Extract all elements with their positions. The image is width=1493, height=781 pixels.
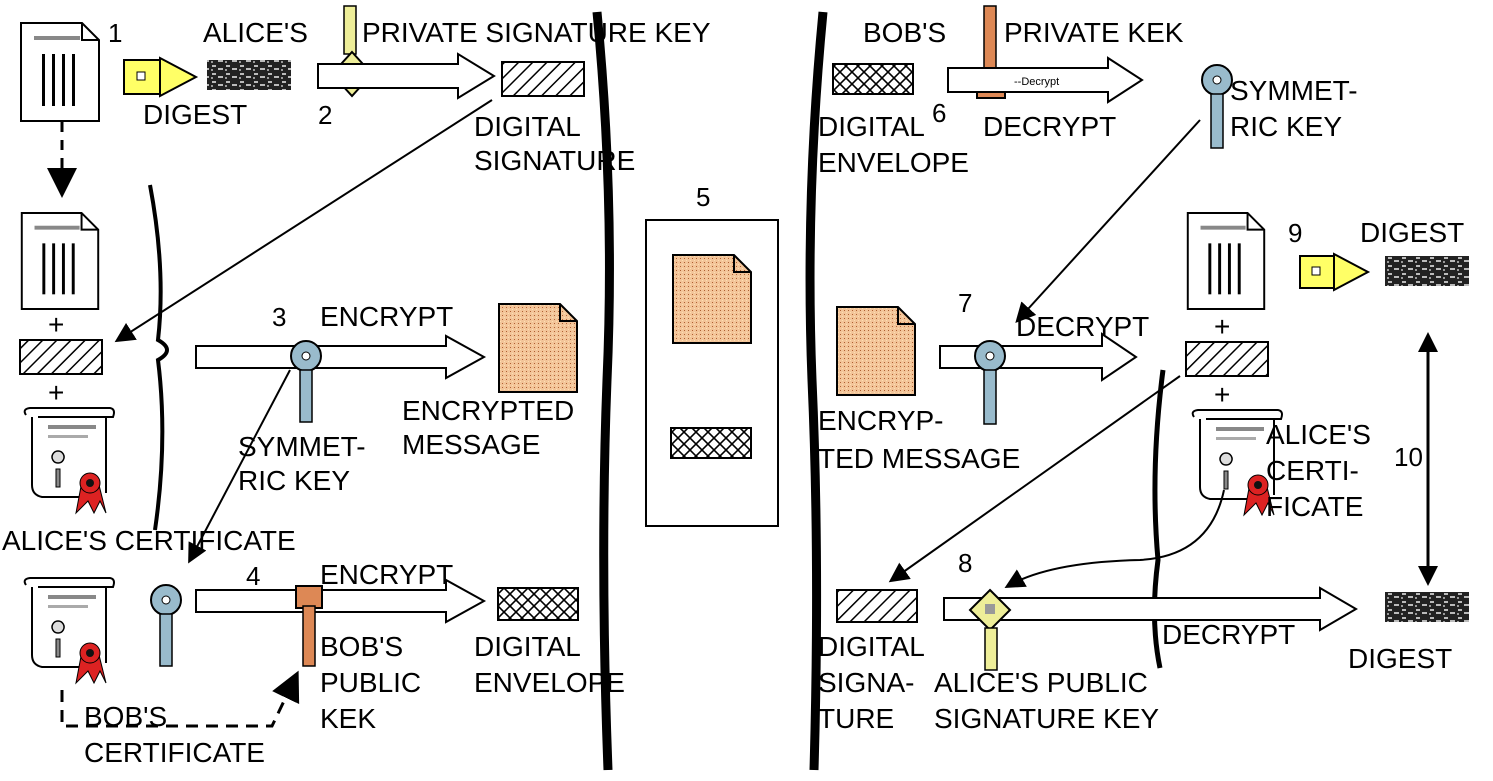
label-signature-key-8: SIGNATURE KEY xyxy=(934,703,1159,734)
label-digital-2: DIGITAL xyxy=(474,631,581,662)
brace-right xyxy=(1151,369,1166,669)
label-alices-cert-r1: ALICE'S xyxy=(1266,419,1371,450)
label-public-1: PUBLIC xyxy=(320,667,421,698)
step-4: 4 xyxy=(246,561,260,591)
label-decrypt-small: --Decrypt xyxy=(1014,76,1059,88)
label-private-signature-key: PRIVATE SIGNATURE KEY xyxy=(362,17,711,48)
digital-envelope-icon-1 xyxy=(497,587,579,621)
hash-function-icon xyxy=(123,56,199,98)
encrypt-arrow-4 xyxy=(195,578,487,624)
digital-envelope-icon-center xyxy=(670,427,752,459)
message-document-icon-3 xyxy=(1186,212,1266,310)
step-7: 7 xyxy=(958,288,972,318)
message-document-icon xyxy=(20,22,100,122)
digest-icon-2 xyxy=(1385,256,1469,286)
label-ted-message: TED MESSAGE xyxy=(818,443,1020,474)
label-digital-8: DIGITAL xyxy=(818,631,925,662)
label-bobs-top: BOB'S xyxy=(863,17,946,48)
label-decrypt-8: DECRYPT xyxy=(1162,619,1295,650)
alice-public-signature-key-icon xyxy=(968,588,1012,671)
label-encrypted-1: ENCRYPTED xyxy=(402,395,574,426)
label-bobs-1: BOB'S xyxy=(320,631,403,662)
step-8: 8 xyxy=(958,548,972,578)
label-envelope-2: ENVELOPE xyxy=(474,667,625,698)
decrypt-arrow-8 xyxy=(943,586,1358,632)
step-1: 1 xyxy=(108,18,122,48)
label-encryp-ted: ENCRYP- xyxy=(818,405,944,436)
divider-right-bold xyxy=(805,11,828,771)
digital-signature-icon-4 xyxy=(836,589,918,623)
label-digest-left: DIGEST xyxy=(143,99,247,130)
step-9: 9 xyxy=(1288,218,1302,248)
label-ric-key-1: RIC KEY xyxy=(238,465,350,496)
encrypted-message-icon-2 xyxy=(836,306,916,396)
label-signature-1: SIGNATURE xyxy=(474,145,635,176)
label-symmet-1: SYMMET- xyxy=(238,431,366,462)
digital-signature-icon-1 xyxy=(501,61,585,97)
label-message-1: MESSAGE xyxy=(402,429,540,460)
digital-signature-icon-2 xyxy=(19,339,103,375)
label-private-kek: PRIVATE KEK xyxy=(1004,17,1184,48)
label-encrypt-4: ENCRYPT xyxy=(320,559,453,590)
label-digital-6: DIGITAL xyxy=(818,111,925,142)
digital-envelope-icon-6 xyxy=(832,63,914,95)
plus-4: + xyxy=(1214,379,1230,410)
symmetric-key-icon-2 xyxy=(150,584,182,667)
label-decrypt-7: DECRYPT xyxy=(1016,311,1149,342)
label-encrypt-3: ENCRYPT xyxy=(320,301,453,332)
divider-left-bold xyxy=(592,11,614,771)
label-digest-10: DIGEST xyxy=(1348,643,1452,674)
symmetric-key-icon-4 xyxy=(974,340,1006,425)
encrypted-message-icon-center xyxy=(671,254,753,344)
hash-function-icon-2 xyxy=(1299,252,1371,292)
arrow-cert-to-pubkey xyxy=(1004,489,1225,588)
dashed-arrow-cert-to-kek xyxy=(60,670,300,728)
label-envelope-6: ENVELOPE xyxy=(818,147,969,178)
encrypt-arrow-3 xyxy=(195,334,487,380)
arrow-signature-to-bundle xyxy=(114,99,493,343)
arrow-symkey-to-decrypt xyxy=(1015,119,1201,323)
label-ture-8: TURE xyxy=(818,703,894,734)
encrypted-message-icon-1 xyxy=(498,303,578,393)
decrypt-arrow-7 xyxy=(939,332,1138,382)
label-certificate-2: CERTIFICATE xyxy=(84,737,265,768)
step-5: 5 xyxy=(696,182,710,212)
symmetric-key-icon-3 xyxy=(1201,64,1233,149)
label-ric-key-2: RIC KEY xyxy=(1230,111,1342,142)
sign-arrow xyxy=(317,52,496,100)
bob-public-kek-icon xyxy=(295,585,323,667)
step-3: 3 xyxy=(272,302,286,332)
step-6: 6 xyxy=(932,98,946,128)
digest-icon xyxy=(207,60,291,90)
arrow-symkey-to-envelope xyxy=(188,369,291,564)
step-10: 10 xyxy=(1394,442,1423,472)
label-kek-1: KEK xyxy=(320,703,376,734)
bob-certificate-icon xyxy=(23,576,116,685)
label-decrypt-6: DECRYPT xyxy=(983,111,1116,142)
arrow-signature-to-verify xyxy=(888,375,1181,583)
label-alices-cert-r2: CERTI- xyxy=(1266,455,1359,486)
digest-icon-3 xyxy=(1385,592,1469,622)
symmetric-key-icon-1 xyxy=(290,340,322,423)
label-signa-8: SIGNA- xyxy=(818,667,914,698)
step-2: 2 xyxy=(318,100,332,130)
label-symmet-2: SYMMET- xyxy=(1230,75,1358,106)
label-digest-9: DIGEST xyxy=(1360,217,1464,248)
plus-2: + xyxy=(48,377,64,408)
label-alices-cert-r3: FICATE xyxy=(1266,491,1363,522)
plus-1: + xyxy=(48,309,64,340)
label-alices-public: ALICE'S PUBLIC xyxy=(934,667,1148,698)
label-alices-top: ALICE'S xyxy=(203,17,308,48)
label-alices-certificate: ALICE'S CERTIFICATE xyxy=(2,525,296,556)
label-digital-1: DIGITAL xyxy=(474,111,581,142)
message-document-icon-2 xyxy=(20,212,100,310)
decrypt-arrow-6 xyxy=(947,56,1144,104)
brace-left xyxy=(148,184,169,531)
plus-3: + xyxy=(1214,311,1230,342)
alice-certificate-icon xyxy=(23,406,116,515)
digital-signature-icon-3 xyxy=(1185,341,1269,377)
